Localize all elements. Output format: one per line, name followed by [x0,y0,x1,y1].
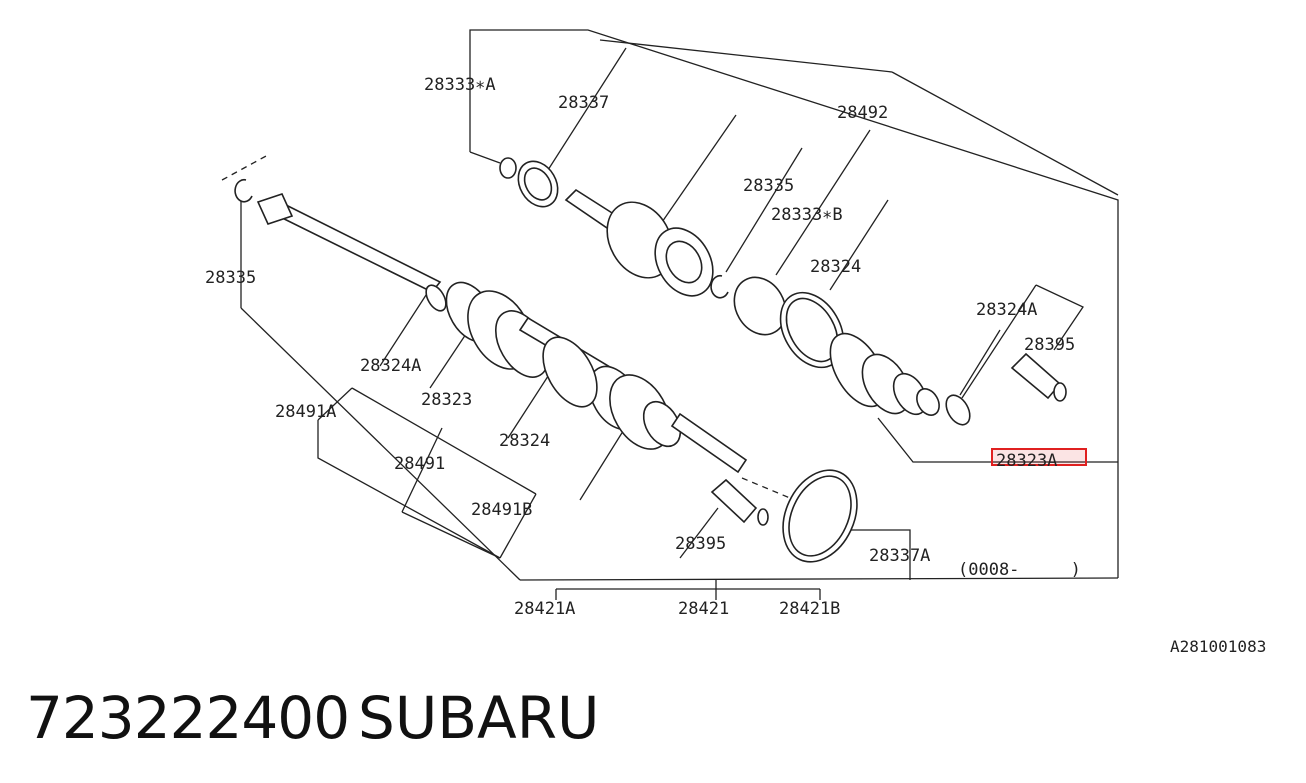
outer-joint-assembly [499,157,845,369]
label-28395-right: 28395 [1024,335,1075,355]
brand-name: SUBARU [358,684,600,752]
label-28395-bottom: 28395 [675,534,726,554]
label-28324-top: 28324 [810,257,861,277]
label-28491a: 28491A [275,402,336,422]
label-28491b: 28491B [471,500,532,520]
label-28333b: 28333∗B [771,205,843,225]
shaft-assembly [234,178,748,474]
label-28324a-left: 28324A [360,356,421,376]
label-28491: 28491 [394,454,445,474]
highlight-box [991,448,1087,466]
label-28337a: 28337A [869,546,930,566]
label-28335-left: 28335 [205,268,256,288]
label-28421a: 28421A [514,599,575,619]
label-date-range: (0008- ) [958,560,1081,580]
label-28323a: 28323A [996,451,1057,471]
label-28323: 28323 [421,390,472,410]
label-28333a: 28333∗A [424,75,496,95]
label-28492: 28492 [837,103,888,123]
label-28337: 28337 [558,93,609,113]
label-28324-mid: 28324 [499,431,550,451]
part-number: 723222400 [26,684,350,752]
label-28324a-right: 28324A [976,300,1037,320]
boot-kit [710,332,1067,563]
callout-labels: 28333∗A 28337 28492 28335 28333∗B 28324 … [205,75,1081,619]
label-28421b: 28421B [779,599,840,619]
diagram-reference-code: A281001083 [1170,637,1266,656]
label-28421: 28421 [678,599,729,619]
label-28335-top: 28335 [743,176,794,196]
